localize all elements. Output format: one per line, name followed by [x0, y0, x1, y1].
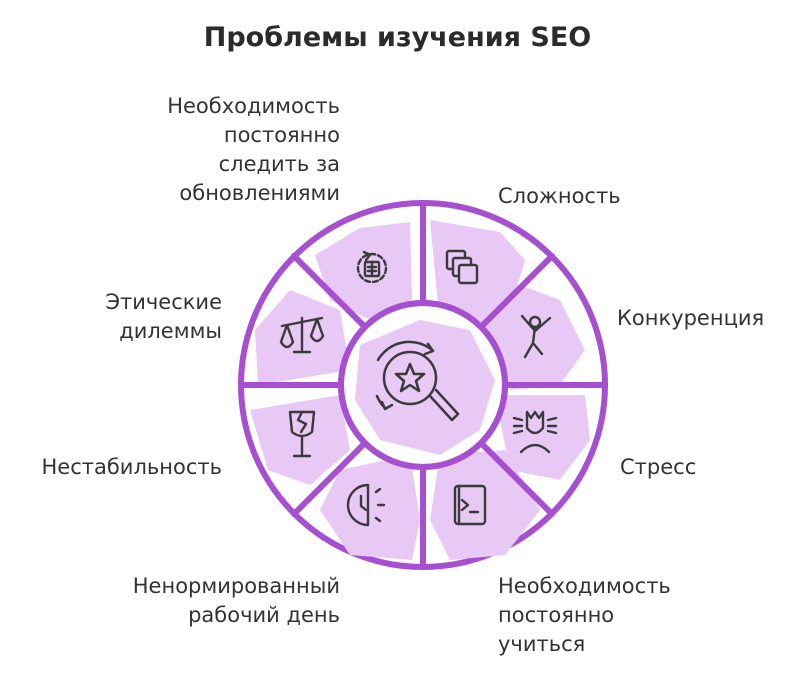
- stressed-person-icon: [512, 410, 558, 454]
- broken-glass-icon: [288, 410, 316, 458]
- spoke-6: [291, 440, 368, 517]
- label-follow-updates: Необходимость постоянно следить за обнов…: [167, 94, 340, 205]
- segment-fill-8: [315, 222, 412, 320]
- scales-icon: [279, 316, 325, 354]
- star-magnifier-refresh-icon: [375, 340, 460, 422]
- spoke-8: [291, 253, 368, 330]
- label-instability: Нестабильность: [41, 455, 223, 479]
- hub-outline: [338, 300, 508, 470]
- label-irregular-hours: Ненормированный рабочий день: [132, 574, 340, 627]
- spoke-4: [478, 440, 555, 517]
- segment-fill-2: [485, 285, 585, 390]
- segment-fill-6: [250, 395, 350, 485]
- segment-fill-5: [320, 455, 420, 560]
- book-icon: [453, 484, 487, 526]
- spokes: [238, 200, 608, 570]
- label-competition: Конкуренция: [617, 306, 765, 330]
- hub-fill: [355, 320, 495, 455]
- half-clock-icon: [346, 483, 386, 527]
- label-ethical-dilemmas: Этические дилеммы: [105, 290, 222, 343]
- layers-icon: [445, 249, 479, 285]
- segment-fill-3: [495, 395, 590, 480]
- label-complexity: Сложность: [498, 184, 621, 208]
- label-continuous-learning: Необходимость постоянно учиться: [498, 574, 671, 656]
- diagram-title: Проблемы изучения SEO: [203, 22, 592, 53]
- label-stress: Стресс: [620, 455, 697, 479]
- person-cheering-icon: [520, 314, 552, 359]
- spoke-2: [478, 253, 555, 330]
- refresh-news-icon: [356, 250, 388, 284]
